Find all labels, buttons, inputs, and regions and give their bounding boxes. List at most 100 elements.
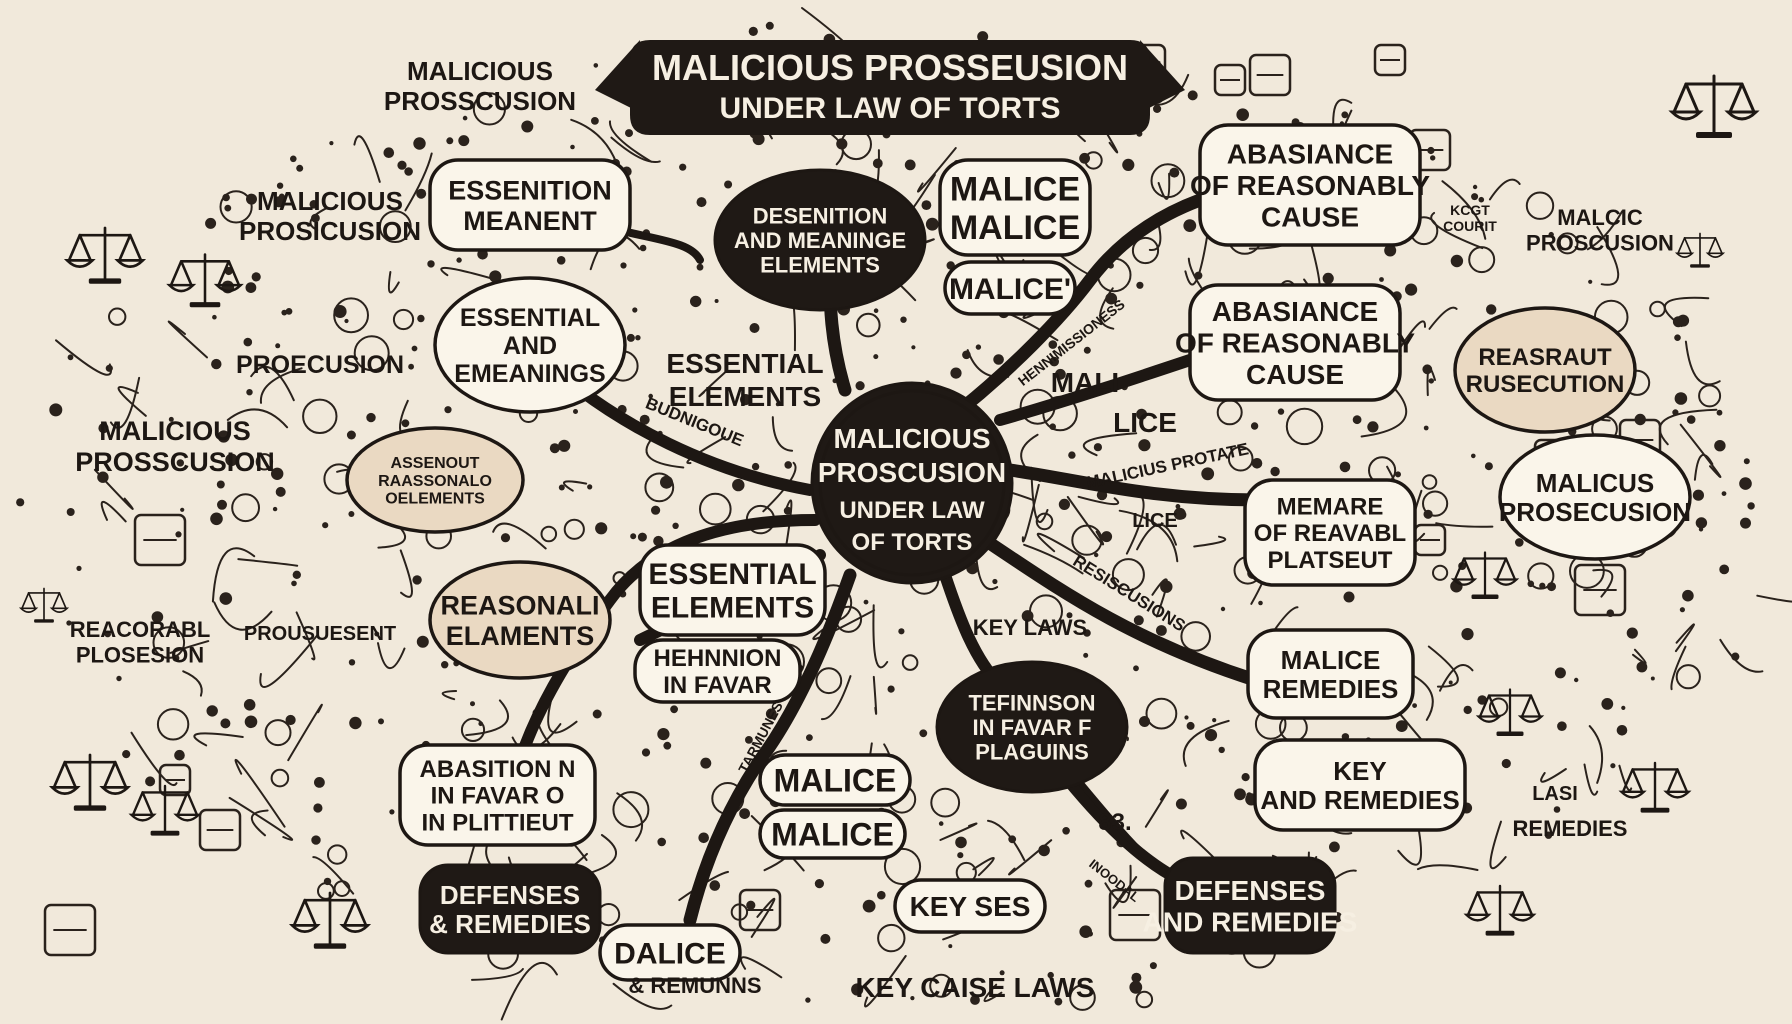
node-key-ses: KEY SES <box>893 878 1047 934</box>
label-malicious-prosscusion-top-line2: PROSSCUSION <box>384 86 576 116</box>
node-malice-remedies-line1: MALICE <box>1281 645 1381 675</box>
node-key-and-remedies-line1: KEY <box>1333 756 1386 786</box>
label-malicious-proscusion-left-line2: PROSICUSION <box>239 216 421 246</box>
node-malice-single-line1: MALICE' <box>949 273 1071 306</box>
node-assenout-line1: ASSENOUT <box>391 455 480 472</box>
node-abasition-plaintiff-line3: IN PLITTIEUT <box>422 810 574 837</box>
label-kcgt-courit-line1: KCGT <box>1450 202 1490 218</box>
node-hehnnion-favar-line1: HEHNNION <box>653 645 781 672</box>
scales-icon <box>1450 551 1520 599</box>
label-remedies-right: REMEDIES <box>1513 816 1628 841</box>
node-abasiance-mid-line3: CAUSE <box>1246 359 1344 390</box>
node-abasiance-top-line2: OF REASONABLY <box>1190 170 1430 201</box>
node-reasraut-rusecution-line2: RUSECUTION <box>1466 371 1625 398</box>
label-las: LASI <box>1532 783 1578 805</box>
label-malicious-prosscusion-mid-line2: PROSSCUSION <box>75 447 275 477</box>
label-malicious-prosscusion-top-line1: MALICIOUS <box>407 56 553 86</box>
node-tefinnson-dark-line2: IN FAVAR F <box>973 715 1092 740</box>
scales-icon <box>166 253 244 308</box>
label-number-83: 83. <box>1098 809 1131 836</box>
node-abasition-plaintiff-line2: IN FAVAR O <box>431 783 565 810</box>
label-essential-elements-free-line2: ELEMENTS <box>669 381 821 412</box>
node-malice-malice-line1: MALICE <box>950 171 1080 209</box>
node-abasiance-top-line3: CAUSE <box>1261 201 1359 232</box>
node-memeare-reavabl-line1: MEMARE <box>1277 493 1384 520</box>
banner-title-line1: MALICIOUS PROSSEUSION <box>652 47 1128 88</box>
node-memeare-reavabl-line2: OF REAVABL <box>1254 520 1406 547</box>
node-malicus-prosecusion-right-line1: MALICUS <box>1536 468 1654 498</box>
central-line4: OF TORTS <box>852 529 973 556</box>
node-malice-stack-2-line1: MALICE <box>771 817 894 853</box>
node-defenses-right-line2: AND REMEDIES <box>1143 906 1358 937</box>
label-malii: MALI <box>1051 367 1119 398</box>
label-lice: LICE <box>1113 407 1177 438</box>
label-remunns: & REMUNNS <box>628 973 761 998</box>
node-malice-stack-1: MALICE <box>758 753 912 807</box>
node-malice-malice-line2: MALICE <box>950 209 1080 247</box>
label-malcic-proscusion-line1: MALCIC <box>1557 205 1643 230</box>
node-malice-stack-2: MALICE <box>758 808 907 860</box>
node-memeare-reavabl-line3: PLATSEUT <box>1268 547 1393 574</box>
node-dalice: DALICE <box>598 923 742 982</box>
central-line1: MALICIOUS <box>833 423 990 454</box>
label-essential-elements-free-line1: ESSENTIAL <box>666 348 823 379</box>
node-essential-emeanings-line3: EMEANINGS <box>454 360 605 388</box>
node-abasiance-mid-line2: OF REASONABLY <box>1175 328 1415 359</box>
scales-icon <box>1475 688 1545 736</box>
label-proecusion: PROECUSION <box>236 351 404 379</box>
node-defenses-right-line1: DEFENSES <box>1175 875 1326 906</box>
label-malcic-proscusion-line2: PROSCUSION <box>1526 230 1674 255</box>
node-dalice-line1: DALICE <box>614 937 726 970</box>
main-branches <box>514 193 1267 927</box>
label-reacorabl-plosesion-line2: PLOSESION <box>76 642 204 667</box>
node-defenses-left: DEFENSES& REMEDIES <box>418 863 602 955</box>
node-reasraut-rusecution-line1: REASRAUT <box>1478 344 1612 371</box>
node-essential-emeanings-line2: AND <box>503 332 557 360</box>
node-defenses-left-line2: & REMEDIES <box>429 909 591 939</box>
node-assenout-line2: RAASSONALO <box>378 473 492 490</box>
scales-icon <box>63 226 147 284</box>
label-key-caise-laws: KEY CAISE LAWS <box>855 972 1094 1003</box>
node-tefinnson-dark-line3: PLAGUINS <box>975 740 1089 765</box>
node-desenition-dark-line2: AND MEANINGE <box>734 228 906 253</box>
node-malice-stack-1-line1: MALICE <box>774 763 897 799</box>
scales-icon <box>1668 74 1760 138</box>
node-abasiance-top-line1: ABASIANCE <box>1227 139 1393 170</box>
label-key-laws: KEY LAWS <box>973 615 1088 640</box>
branch-label-malicius-protate: MALICIUS PROTATE <box>1084 439 1250 492</box>
free-labels: MALICIOUSPROSSCUSIONMALICIOUSPROSICUSION… <box>70 56 1674 1003</box>
node-desenition-dark-line1: DESENITION <box>753 203 887 228</box>
node-abasition-plaintiff: ABASITION NIN FAVAR OIN PLITTIEUT <box>398 743 597 847</box>
label-malicious-prosscusion-mid-line1: MALICIOUS <box>99 416 251 446</box>
central-line3: UNDER LAW <box>839 497 985 524</box>
scales-icon <box>1674 232 1726 268</box>
node-essential-emeanings-line1: ESSENTIAL <box>460 304 600 332</box>
node-abasiance-mid-line1: ABASIANCE <box>1212 296 1378 327</box>
node-tefinnson-dark-line1: TEFINNSON <box>968 690 1095 715</box>
scales-icon <box>1618 761 1692 813</box>
node-defenses-left-line1: DEFENSES <box>440 880 580 910</box>
node-assenout-line3: OELEMENTS <box>385 491 485 508</box>
node-malice-remedies-line2: REMEDIES <box>1263 674 1399 704</box>
node-essenition-meanent-line1: ESSENITION <box>448 176 612 206</box>
scale-icons <box>18 74 1760 949</box>
scales-icon <box>18 587 70 623</box>
title-banner: MALICIOUS PROSSEUSION UNDER LAW OF TORTS <box>595 40 1185 135</box>
node-malicus-prosecusion-right-line2: PROSECUSION <box>1499 497 1691 527</box>
scales-icon <box>288 891 372 949</box>
node-key-ses-line1: KEY SES <box>910 891 1031 922</box>
